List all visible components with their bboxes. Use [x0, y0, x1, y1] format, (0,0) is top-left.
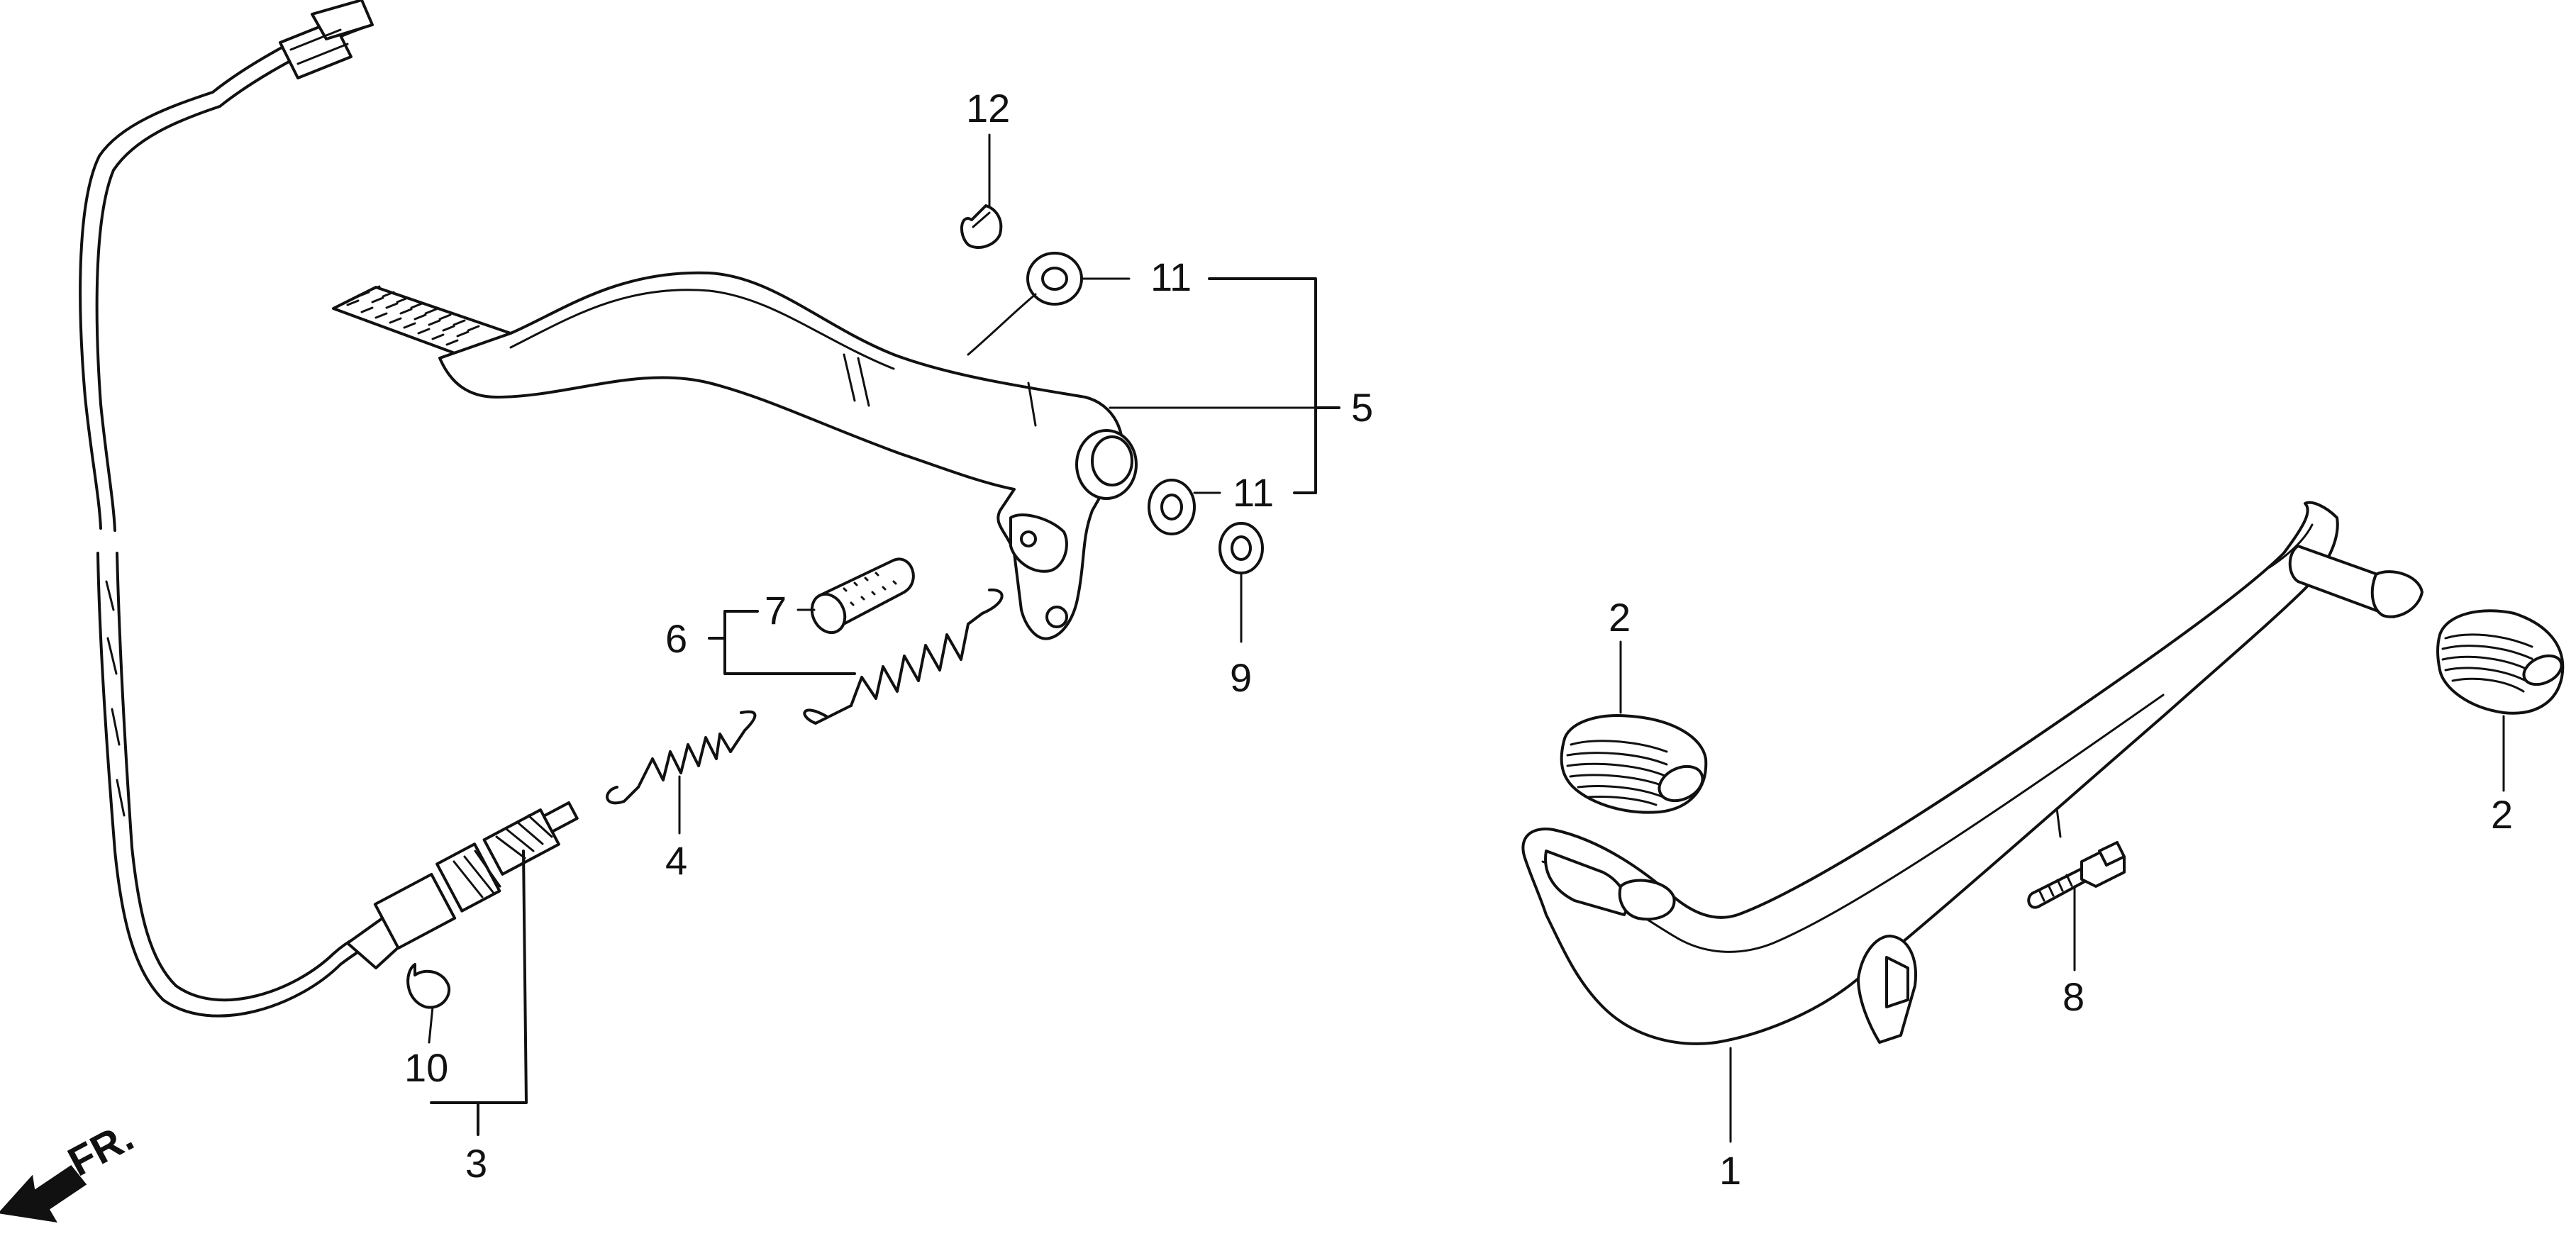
footpeg-rubber-left-icon	[1560, 714, 1708, 814]
leader-11-upper-pedal	[967, 293, 1037, 356]
label-7: 7	[765, 588, 787, 633]
bolt-8-icon	[2027, 841, 2126, 909]
connector-icon	[279, 0, 374, 79]
label-2-right: 2	[2491, 792, 2513, 837]
spring-4-icon	[606, 710, 757, 805]
brake-pedal-icon	[332, 271, 1138, 640]
label-6: 6	[665, 616, 687, 661]
seal-lower-icon	[1148, 479, 1196, 535]
label-9: 9	[1230, 655, 1252, 700]
seal-upper-icon	[1026, 252, 1083, 306]
washer-9-icon	[1218, 522, 1264, 574]
footpeg-rubber-right-icon	[2436, 609, 2565, 715]
bracket-6	[708, 610, 856, 675]
step-bar-icon	[1521, 501, 2424, 1045]
leader-10	[428, 1006, 434, 1044]
label-1: 1	[1719, 1148, 1741, 1193]
label-11-upper: 11	[1150, 255, 1192, 299]
label-3: 3	[465, 1141, 487, 1186]
bracket-11	[1208, 277, 1340, 494]
front-arrow-icon	[0, 1164, 87, 1223]
clip-icon	[406, 963, 451, 1009]
label-11-lower: 11	[1233, 470, 1274, 515]
spring-6-icon	[803, 588, 1004, 725]
switch-wire-lower	[96, 552, 377, 1018]
collar-7-icon	[810, 557, 915, 635]
brake-switch-icon	[346, 801, 579, 969]
label-2-left: 2	[1609, 595, 1631, 640]
label-12: 12	[966, 86, 1010, 130]
label-8: 8	[2063, 974, 2084, 1019]
switch-wire-upper	[79, 11, 367, 532]
clip-12-icon	[960, 204, 1003, 249]
label-10: 10	[404, 1045, 448, 1090]
label-4: 4	[665, 838, 687, 883]
bracket-3	[430, 850, 528, 1136]
label-5: 5	[1351, 385, 1373, 430]
